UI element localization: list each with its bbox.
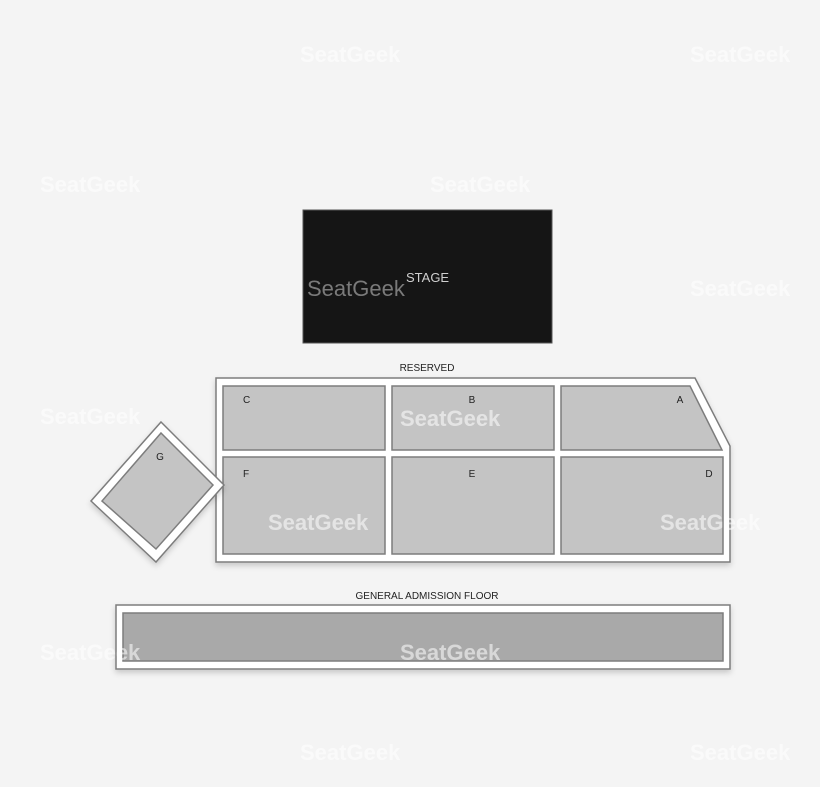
watermark: SeatGeek — [400, 640, 501, 665]
section-c[interactable]: C — [222, 385, 386, 451]
section-f-label: F — [243, 469, 249, 480]
watermark: SeatGeek — [40, 172, 141, 197]
watermark: SeatGeek — [690, 276, 791, 301]
stage-watermark: SeatGeek — [307, 276, 406, 301]
foreground-watermarks: SeatGeek SeatGeek SeatGeek SeatGeek Seat… — [40, 406, 761, 665]
watermark: SeatGeek — [690, 740, 791, 765]
watermark: SeatGeek — [300, 42, 401, 67]
section-b-shape[interactable] — [391, 385, 555, 451]
section-a-shape[interactable] — [560, 385, 724, 451]
section-ga-floor[interactable] — [122, 612, 724, 662]
section-c-label: C — [243, 395, 250, 406]
watermark: SeatGeek — [268, 510, 369, 535]
reserved-label: RESERVED — [400, 363, 455, 374]
watermark: SeatGeek — [660, 510, 761, 535]
stage-label: STAGE — [406, 270, 449, 285]
section-g-label: G — [156, 452, 164, 463]
section-f[interactable]: F — [222, 456, 386, 555]
section-b[interactable]: B — [391, 385, 555, 451]
section-d-shape[interactable] — [560, 456, 724, 555]
section-f-shape[interactable] — [222, 456, 386, 555]
watermark: SeatGeek — [40, 404, 141, 429]
section-a[interactable]: A — [560, 385, 724, 451]
section-b-label: B — [469, 395, 476, 406]
section-e[interactable]: E — [391, 456, 555, 555]
watermark: SeatGeek — [300, 740, 401, 765]
section-c-shape[interactable] — [222, 385, 386, 451]
section-d-label: D — [705, 469, 712, 480]
background-watermarks: SeatGeek SeatGeek SeatGeek SeatGeek Seat… — [40, 42, 791, 765]
ga-floor-label: GENERAL ADMISSION FLOOR — [356, 591, 499, 602]
stage-block — [302, 209, 553, 344]
section-d[interactable]: D — [560, 456, 724, 555]
section-g[interactable]: G — [100, 431, 215, 551]
stage: SeatGeek STAGE — [302, 209, 553, 344]
ga-floor-shape[interactable] — [122, 612, 724, 662]
section-e-label: E — [469, 469, 476, 480]
section-a-label: A — [677, 395, 684, 406]
watermark: SeatGeek — [430, 172, 531, 197]
watermark: SeatGeek — [690, 42, 791, 67]
section-g-shape[interactable] — [100, 431, 215, 551]
section-e-shape[interactable] — [391, 456, 555, 555]
watermark: SeatGeek — [400, 406, 501, 431]
watermark: SeatGeek — [40, 640, 141, 665]
